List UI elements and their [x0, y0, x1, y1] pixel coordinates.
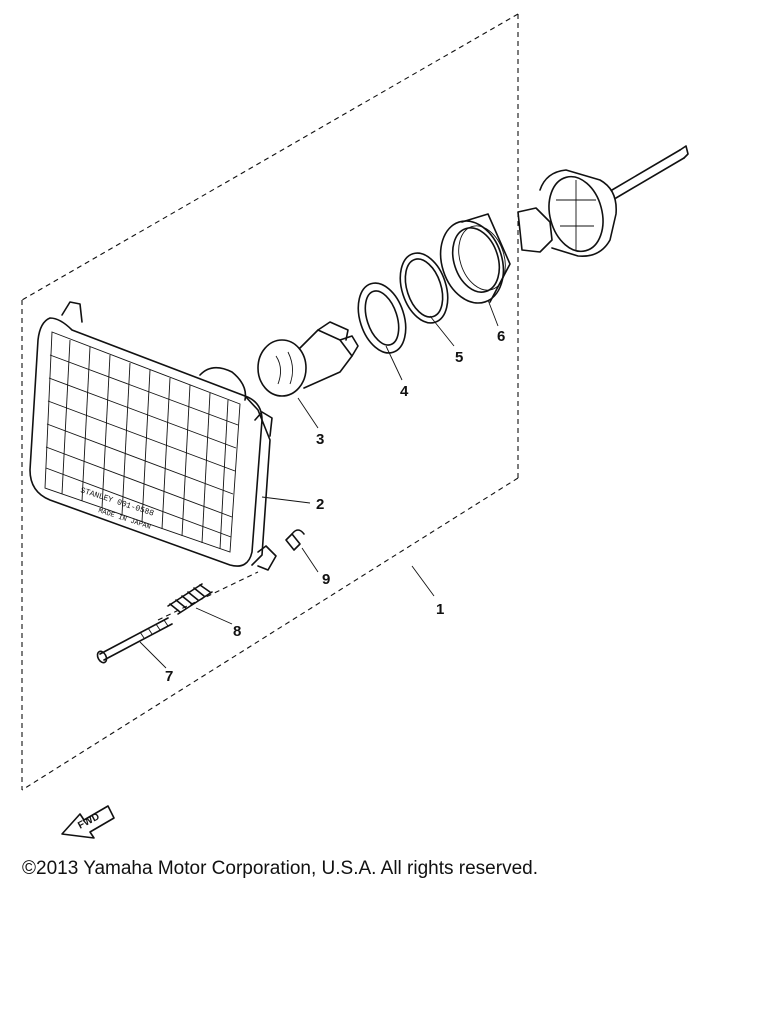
bulb-part-3 [257, 321, 359, 397]
callout-7: 7 [165, 668, 173, 685]
retaining-collar-part-6 [439, 213, 511, 304]
callout-2: 2 [316, 496, 324, 513]
callout-9: 9 [322, 571, 330, 588]
callout-labels: 1 2 3 4 5 6 7 8 9 [165, 328, 505, 685]
callout-4: 4 [400, 383, 409, 400]
spring-clip-part-9 [285, 529, 305, 551]
spring-part-8 [167, 583, 213, 615]
screw-part-7 [96, 617, 173, 664]
callout-5: 5 [455, 349, 463, 366]
bulb-socket-with-wire [517, 145, 689, 257]
callout-6: 6 [497, 328, 505, 345]
callout-8: 8 [233, 623, 241, 640]
callout-3: 3 [316, 431, 324, 448]
lens-grid [45, 339, 239, 550]
copyright-notice: ©2013 Yamaha Motor Corporation, U.S.A. A… [22, 858, 538, 879]
headlight-unit-part-2: STANLEY 001-0588 MADE IN JAPAN [29, 301, 277, 571]
callout-1: 1 [436, 601, 444, 618]
leader-lines [139, 299, 499, 669]
gasket-ring-part-4 [357, 282, 407, 354]
ring-part-5 [399, 252, 449, 324]
assembly-boundary-dashed [21, 13, 519, 791]
forward-arrow-icon: FWD [61, 805, 115, 839]
